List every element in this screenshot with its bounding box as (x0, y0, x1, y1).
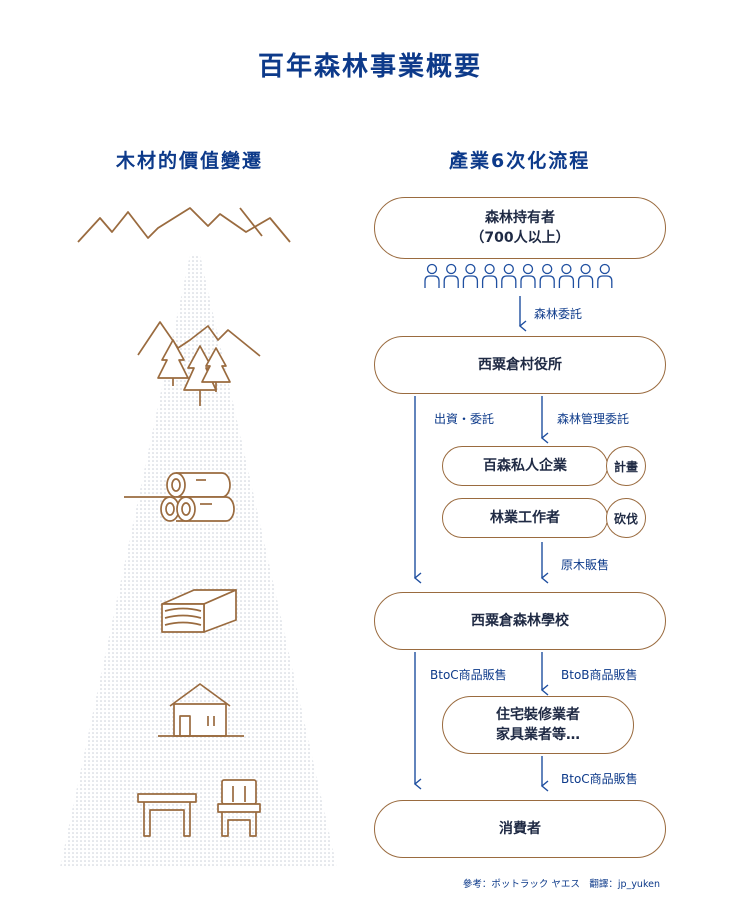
node-forest-school-label: 西粟倉森林學校 (471, 612, 569, 629)
node-forest-owners-label: 森林持有者 （700人以上） (470, 209, 570, 246)
light-cone (60, 255, 337, 868)
person-icon (443, 263, 459, 288)
person-icon (481, 263, 498, 288)
node-forest-owners: 森林持有者 （700人以上） (374, 197, 666, 259)
mountains-icon (77, 207, 291, 243)
node-forest-school: 西粟倉森林學校 (374, 592, 666, 650)
node-forestry-workers: 林業工作者 (442, 498, 608, 538)
badge-cut-label: 砍伐 (613, 511, 638, 526)
label-btoc-bottom: BtoC商品販售 (561, 772, 638, 786)
node-village-office-label: 西粟倉村役所 (478, 356, 562, 373)
badge-plan: 計畫 (606, 446, 646, 486)
person-icon (462, 263, 479, 288)
node-consumers: 消費者 (374, 800, 666, 858)
badge-cut: 砍伐 (606, 498, 646, 538)
label-invest-trust: 出資・委託 (434, 412, 495, 426)
person-icon (558, 263, 575, 288)
person-icon (539, 263, 555, 288)
person-icon (597, 263, 613, 288)
house-icon (158, 683, 244, 737)
label-management-trust: 森林管理委託 (557, 412, 630, 426)
node-forestry-label: 林業工作者 (490, 509, 560, 526)
flow-arrows (413, 296, 549, 792)
node-builders-label: 住宅裝修業者 家具業者等… (496, 706, 580, 743)
label-btoc-left: BtoC商品販售 (430, 668, 507, 682)
label-btob: BtoB商品販售 (561, 668, 638, 682)
node-hyakumori-company: 百森私人企業 (442, 446, 608, 486)
credit-line: 參考：ポットラック ヤエス 翻譯：jp_yuken (462, 879, 660, 890)
page-title: 百年森林事業概要 (257, 52, 482, 82)
furniture-icon (137, 779, 261, 837)
node-consumers-label: 消費者 (499, 820, 541, 837)
node-hyakumori-label: 百森私人企業 (483, 457, 567, 474)
right-heading: 產業6次化流程 (449, 150, 591, 172)
lumber-icon (161, 589, 237, 633)
person-icon (577, 263, 594, 288)
node-village-office: 西粟倉村役所 (374, 336, 666, 394)
label-raw-timber-sales: 原木販售 (561, 558, 610, 572)
person-icon (520, 263, 536, 288)
label-forest-trust: 森林委託 (534, 307, 583, 321)
logs-icon (124, 472, 235, 522)
trees-icon (137, 321, 261, 406)
left-heading: 木材的價值變遷 (116, 150, 264, 172)
node-builders: 住宅裝修業者 家具業者等… (442, 696, 634, 754)
person-icon (501, 263, 517, 288)
badge-plan-label: 計畫 (613, 459, 638, 474)
person-icon (424, 263, 440, 288)
people-icons (424, 263, 613, 288)
